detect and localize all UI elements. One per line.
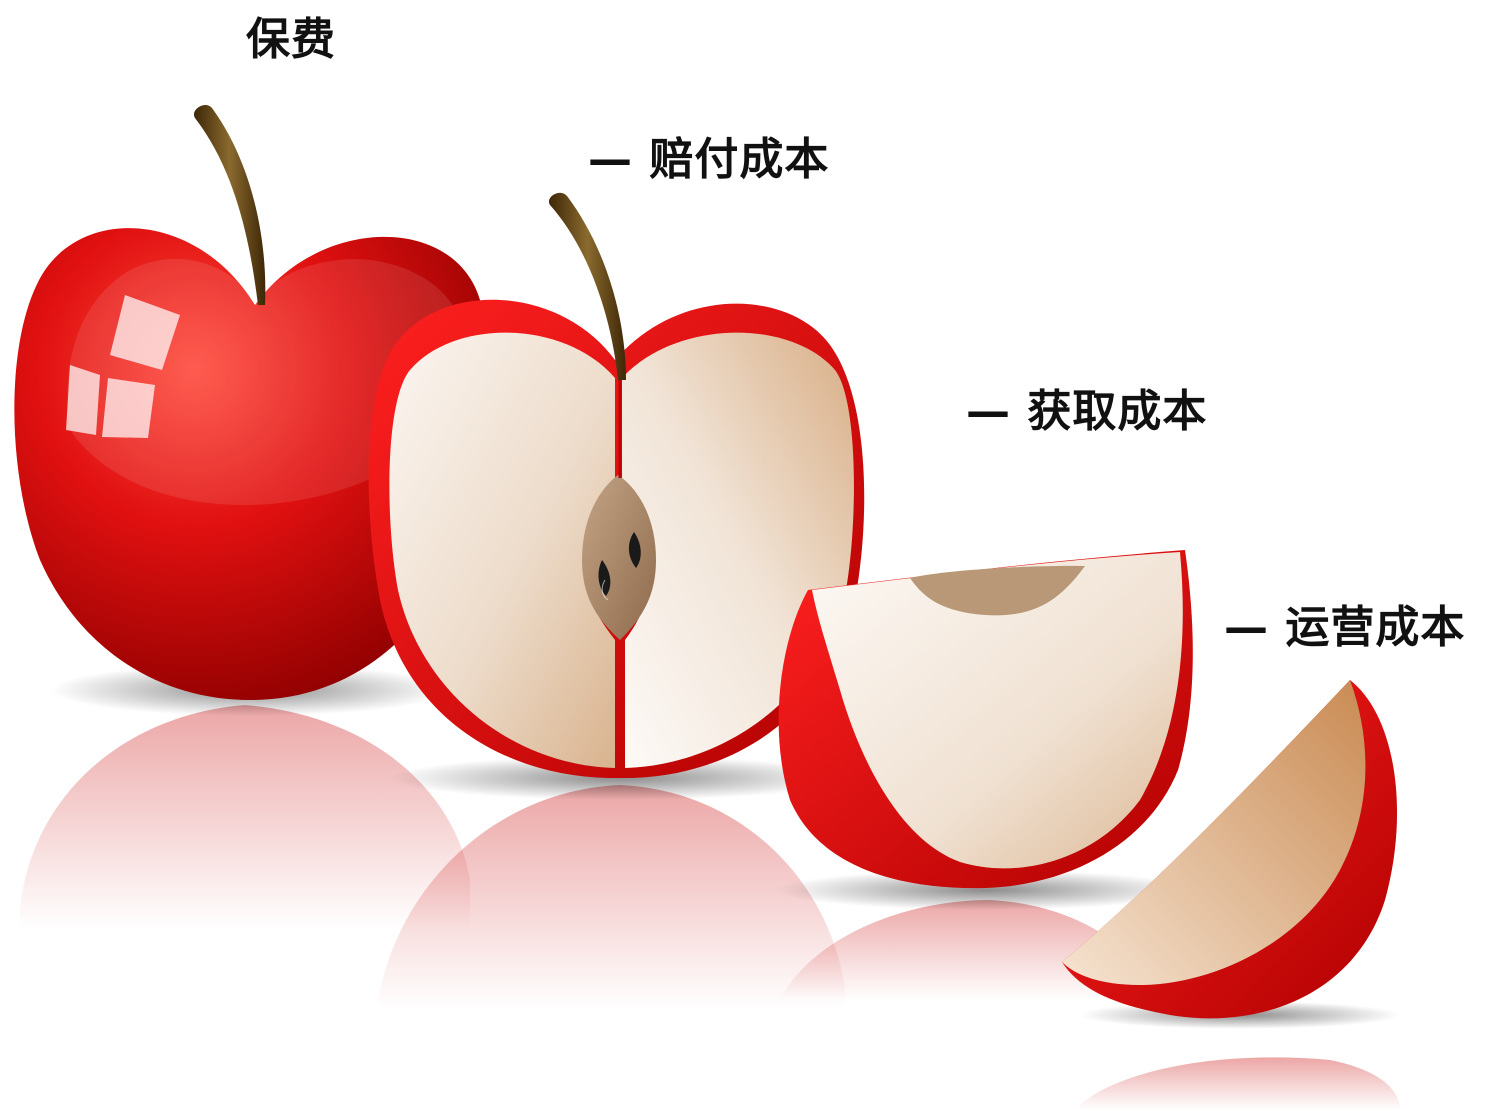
window-highlight xyxy=(66,295,180,438)
half-apple-icon xyxy=(368,192,865,779)
apple-slice-icon xyxy=(1062,680,1398,1019)
label-operations-cost: — 运营成本 xyxy=(1224,602,1466,653)
core-icon xyxy=(582,475,656,640)
whole-apple-reflection xyxy=(20,705,470,930)
half-apple-reflection xyxy=(378,785,845,1010)
quarter-apple-icon xyxy=(778,550,1193,889)
quarter-apple-reflection xyxy=(780,900,1160,1000)
slice-reflection xyxy=(1080,1057,1400,1110)
reflections xyxy=(20,705,1400,1110)
label-premium: 保费 xyxy=(246,14,336,65)
label-acquisition-cost: — 获取成本 xyxy=(966,386,1208,437)
label-claims-cost: — 赔付成本 xyxy=(588,134,830,185)
seed-icon xyxy=(598,532,641,601)
quarter-apple-shadow xyxy=(775,870,1195,910)
